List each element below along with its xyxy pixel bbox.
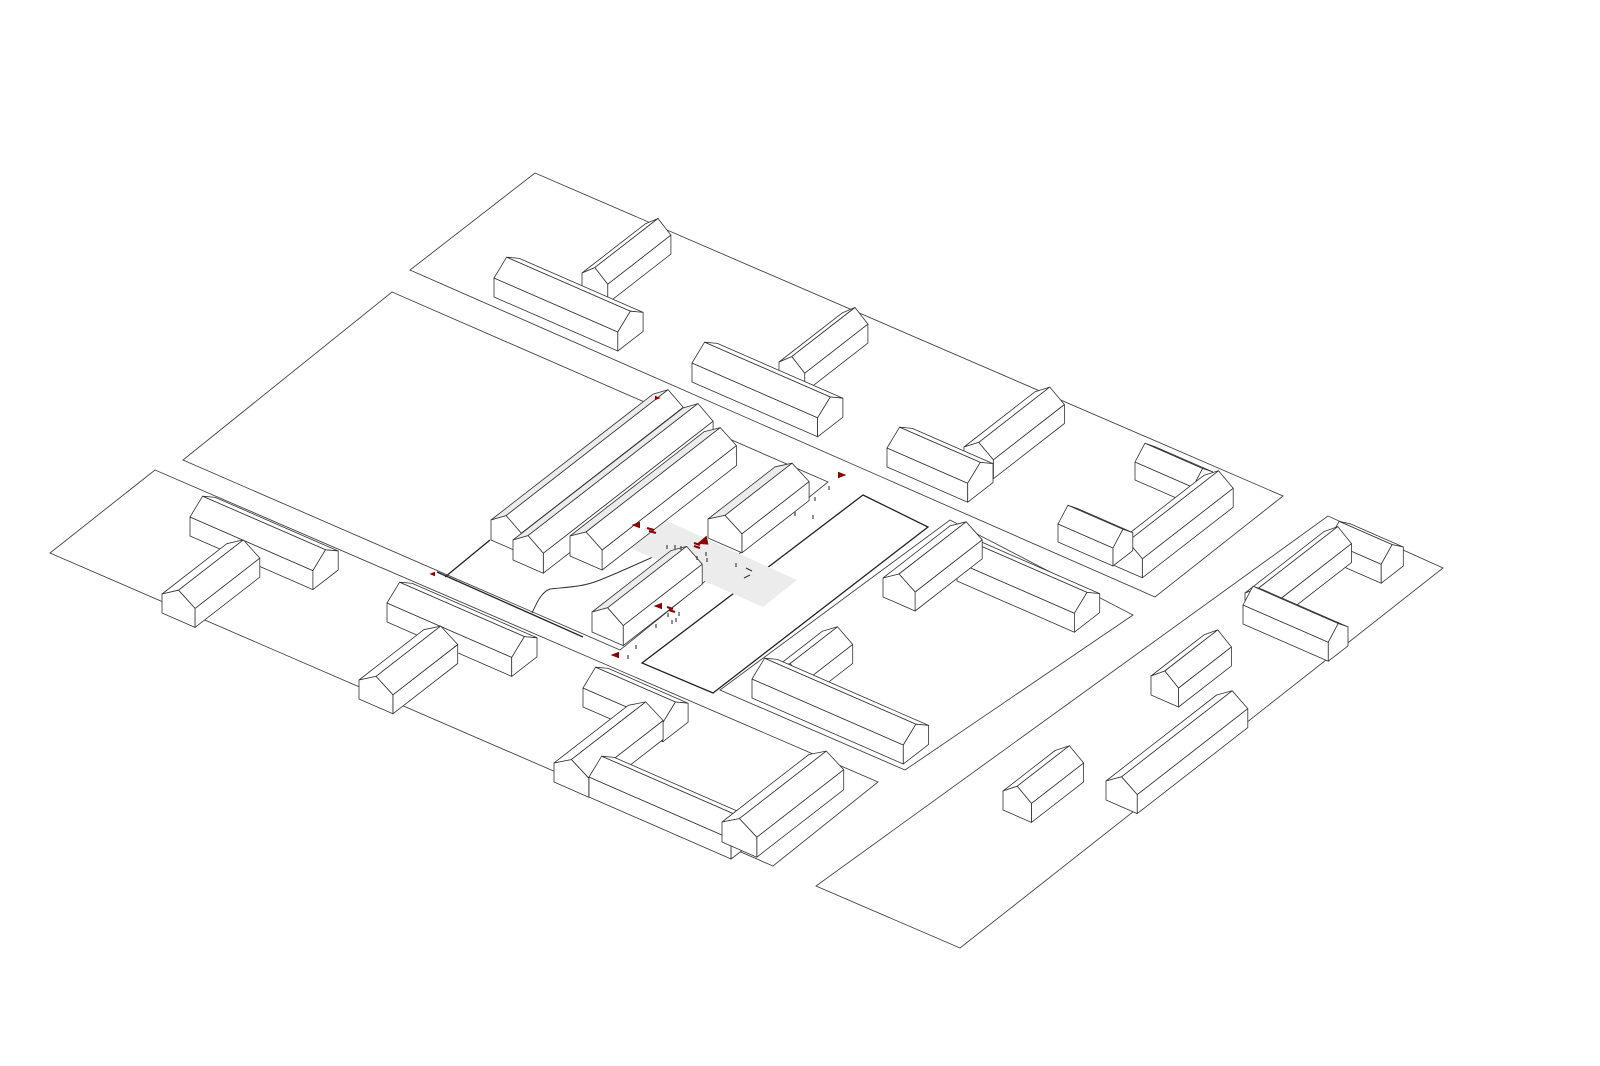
gable-building [721, 750, 845, 858]
building-gable-end [1074, 592, 1101, 633]
gable-building [591, 546, 703, 646]
access-arrow-icon [610, 651, 619, 659]
building-gable-end [511, 636, 538, 677]
site-boundary [436, 571, 584, 638]
gable-building [1105, 690, 1249, 814]
gable-building [1242, 585, 1349, 662]
road-marking [743, 574, 751, 579]
gable-building [358, 625, 459, 715]
parcel-outline [182, 291, 829, 651]
building-gable-end [569, 531, 603, 571]
building-gable-end [1380, 544, 1404, 584]
footpath-curve [531, 548, 673, 614]
building-gable-end [1112, 528, 1134, 567]
building-gable-end [902, 723, 929, 765]
building-gable-end [882, 573, 916, 612]
building-gable-end [721, 818, 758, 858]
access-arrow-dash [666, 606, 674, 610]
parcel-outline [49, 469, 879, 867]
building-gable-end [707, 515, 743, 554]
access-arrow-dash [668, 609, 676, 613]
gable-building [581, 218, 672, 304]
access-arrow-dash [693, 542, 701, 546]
gable-building [1112, 470, 1234, 579]
site-boundary [444, 539, 491, 578]
building-gable-end [358, 676, 394, 715]
building-gable-end [1327, 623, 1349, 662]
building-gable-end [553, 759, 590, 798]
access-arrow-icon [838, 471, 847, 479]
gable-building [588, 755, 757, 860]
gable-building [1002, 745, 1084, 823]
access-arrow-dash [646, 527, 655, 531]
building-gable-end [312, 549, 339, 590]
gable-building [691, 341, 844, 438]
gable-building [886, 426, 994, 503]
building-gable-end [1002, 785, 1032, 823]
access-arrow-icon [631, 521, 640, 529]
access-arrow-icon [655, 395, 661, 401]
gable-building [1150, 629, 1232, 708]
parcel-outline [815, 515, 1444, 949]
building-gable-end [662, 701, 689, 743]
access-markers-layer [429, 395, 847, 659]
access-arrow-dash [648, 530, 657, 534]
gable-building [956, 540, 1101, 633]
gable-building [161, 539, 261, 628]
gable-building [707, 462, 810, 554]
road-marking [745, 567, 753, 572]
building-gable-end [617, 310, 644, 352]
access-arrow-icon [429, 571, 435, 577]
gable-building [778, 307, 869, 393]
gable-building [1057, 504, 1134, 567]
gable-building [493, 256, 644, 352]
parcel-outline [409, 172, 1284, 598]
building-gable-end [591, 607, 624, 646]
access-arrow-dash [693, 545, 701, 549]
buildings-layer [161, 218, 1404, 860]
building-gable-end [1105, 776, 1138, 814]
plaza-area [628, 520, 797, 607]
building-gable-end [161, 589, 196, 628]
building-gable-end [967, 461, 994, 503]
building-gable-end [1150, 670, 1179, 708]
gable-building [751, 657, 929, 765]
building-gable-end [817, 396, 844, 438]
gable-building [569, 427, 737, 571]
narrow-parcel-outline [640, 494, 930, 694]
building-gable-end [512, 535, 544, 574]
gable-building [882, 521, 983, 612]
access-arrow-icon [653, 602, 662, 610]
access-arrow-icon [697, 535, 709, 545]
